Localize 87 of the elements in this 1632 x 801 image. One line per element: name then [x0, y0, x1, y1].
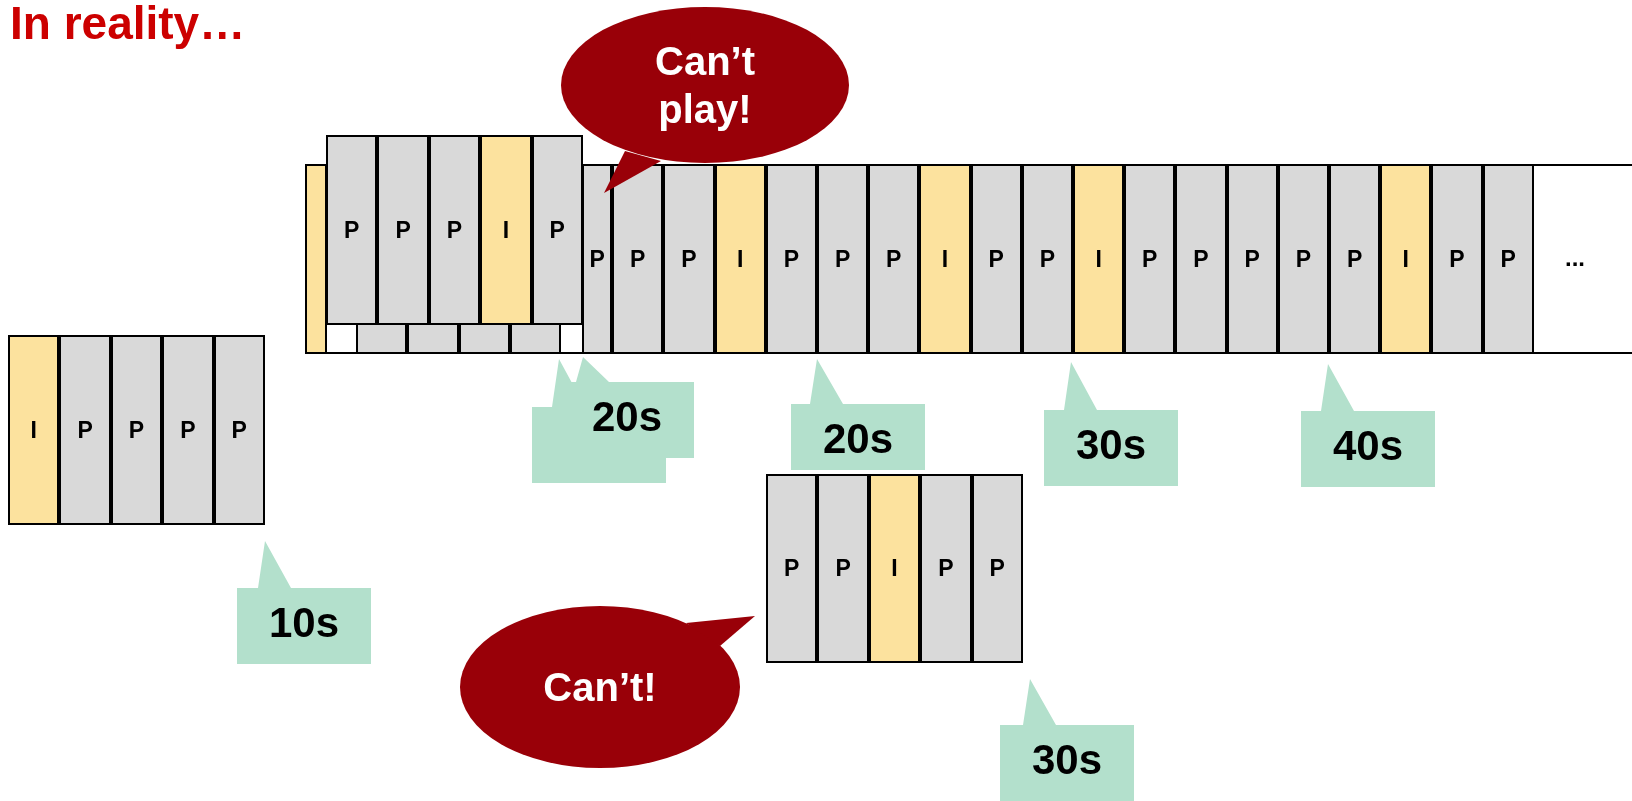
video-frame	[868, 164, 920, 354]
frame-type-label: I	[502, 218, 510, 242]
frame-type-label: P	[446, 218, 463, 242]
time-label: 10s	[267, 602, 341, 644]
video-frame	[1329, 164, 1381, 354]
frame-strip	[766, 474, 1023, 663]
frame-type-label: I	[737, 247, 744, 271]
video-frame	[480, 135, 532, 325]
frame-type-label: P	[784, 557, 800, 580]
video-frame	[1175, 164, 1227, 354]
video-frame	[1073, 164, 1125, 354]
video-frame	[582, 164, 613, 354]
video-frame	[970, 164, 1022, 354]
frame-type-label: P	[630, 247, 646, 271]
bubble-text: Can’t!	[542, 664, 658, 711]
video-frame	[971, 474, 1023, 663]
frame-type-label: P	[938, 557, 954, 580]
video-frame	[407, 323, 459, 354]
video-frame	[714, 164, 766, 354]
video-frame	[110, 335, 163, 525]
video-frame	[1482, 164, 1534, 354]
frame-type-label: P	[549, 218, 565, 242]
video-frame	[428, 135, 481, 325]
frame-type-label: I	[1402, 247, 1409, 271]
frame-type-label: P	[988, 247, 1004, 271]
video-frame	[1431, 164, 1483, 354]
video-frame	[663, 164, 715, 354]
frame-type-label: P	[681, 247, 697, 271]
video-frame	[1277, 164, 1329, 354]
frame-type-label: P	[835, 557, 851, 580]
frame-type-label: P	[1500, 247, 1516, 271]
video-frame	[1226, 164, 1278, 354]
video-frame	[765, 164, 817, 354]
video-frame	[162, 335, 214, 525]
frame-type-label: P	[77, 418, 93, 442]
time-label: 30s	[1074, 424, 1148, 466]
frame-type-label: P	[180, 418, 196, 442]
video-frame	[59, 335, 111, 525]
bubble-text: Can’t play!	[654, 38, 756, 133]
frame-type-label: P	[231, 418, 247, 442]
video-frame	[612, 164, 664, 354]
video-frame	[531, 135, 583, 325]
video-frame	[509, 323, 561, 354]
frame-type-label: P	[886, 247, 902, 271]
frame-type-label: P	[783, 247, 800, 271]
frame-type-label: I	[1095, 247, 1102, 271]
video-frame	[305, 164, 327, 354]
frame-type-label: I	[891, 557, 898, 580]
video-frame	[458, 323, 510, 354]
frame-type-label: P	[1039, 247, 1056, 271]
video-frame	[213, 335, 265, 525]
frame-type-label: P	[1449, 247, 1465, 271]
frame-type-label: I	[30, 418, 37, 442]
frame-type-label: P	[1244, 247, 1260, 271]
frame-type-label: P	[834, 247, 851, 271]
video-frame	[1124, 164, 1176, 354]
frame-type-label: P	[589, 247, 605, 271]
time-label: 20s	[821, 418, 895, 460]
frame-type-label: I	[941, 247, 949, 271]
slide-title: In reality…	[10, 0, 246, 50]
frame-type-label: P	[1142, 247, 1158, 271]
video-frame	[377, 135, 429, 325]
frame-type-label: P	[128, 418, 145, 442]
time-label: 30s	[1030, 739, 1104, 781]
frame-type-label: P	[1295, 247, 1312, 271]
frame-type-label: P	[344, 218, 360, 242]
video-frame	[919, 164, 971, 354]
video-frame	[8, 335, 60, 525]
video-frame	[920, 474, 972, 663]
frame-type-label: P	[1193, 247, 1209, 271]
video-frame	[1380, 164, 1432, 354]
video-frame	[868, 474, 921, 663]
video-frame	[817, 474, 869, 663]
video-frame	[817, 164, 869, 354]
video-frame	[1021, 164, 1073, 354]
frame-type-label: P	[395, 218, 411, 242]
ellipsis-label: ...	[1565, 244, 1585, 272]
time-label: 20s	[590, 396, 664, 438]
frame-type-label: P	[1346, 247, 1363, 271]
video-frame	[326, 135, 378, 325]
frame-strip	[305, 164, 1632, 354]
video-frame	[356, 323, 408, 354]
frame-type-label: P	[989, 557, 1005, 580]
frame-strip	[8, 335, 265, 525]
frame-strip	[326, 135, 583, 325]
video-frame	[766, 474, 818, 663]
time-label: 40s	[1331, 425, 1405, 467]
